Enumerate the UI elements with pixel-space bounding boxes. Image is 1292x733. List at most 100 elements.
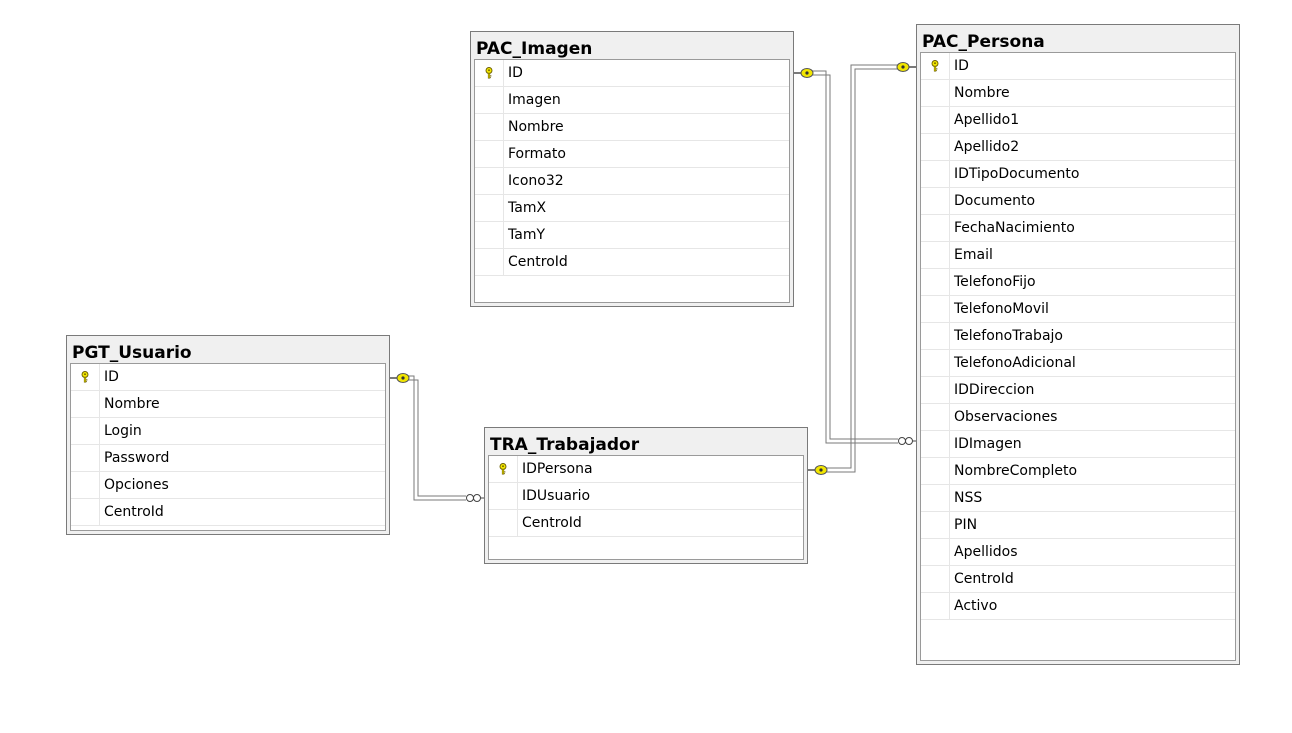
column-row[interactable]: TamY bbox=[475, 222, 789, 249]
row-selector bbox=[71, 364, 100, 390]
column-name: Apellido2 bbox=[954, 139, 1020, 155]
column-name: Nombre bbox=[508, 119, 564, 135]
column-name: IDPersona bbox=[522, 461, 593, 477]
column-name: Nombre bbox=[954, 85, 1010, 101]
column-row[interactable]: Login bbox=[71, 418, 385, 445]
row-selector bbox=[921, 296, 950, 322]
column-row[interactable]: CentroId bbox=[489, 510, 803, 537]
row-selector bbox=[921, 161, 950, 187]
column-row[interactable]: IDPersona bbox=[489, 456, 803, 483]
column-name: Opciones bbox=[104, 477, 169, 493]
column-name: Nombre bbox=[104, 396, 160, 412]
column-row[interactable]: Apellidos bbox=[921, 539, 1235, 566]
column-row[interactable]: ID bbox=[71, 364, 385, 391]
column-row[interactable]: TelefonoFijo bbox=[921, 269, 1235, 296]
row-selector bbox=[475, 60, 504, 86]
table-title[interactable]: PGT_Usuario bbox=[72, 343, 192, 362]
column-row[interactable]: PIN bbox=[921, 512, 1235, 539]
row-selector bbox=[921, 53, 950, 79]
column-name: ID bbox=[954, 58, 969, 74]
row-selector bbox=[921, 350, 950, 376]
relationship-line-usuario-trabajador bbox=[408, 375, 466, 501]
column-row[interactable]: IDDireccion bbox=[921, 377, 1235, 404]
column-name: CentroId bbox=[522, 515, 582, 531]
row-selector bbox=[475, 222, 504, 248]
relationship-infinity-end-persona bbox=[898, 437, 917, 445]
row-selector bbox=[71, 499, 100, 525]
primary-key-icon bbox=[499, 463, 507, 475]
column-row[interactable]: TelefonoTrabajo bbox=[921, 323, 1235, 350]
table-title[interactable]: PAC_Persona bbox=[922, 32, 1045, 51]
column-row[interactable]: Opciones bbox=[71, 472, 385, 499]
column-name: Email bbox=[954, 247, 993, 263]
row-selector bbox=[921, 269, 950, 295]
primary-key-icon bbox=[931, 60, 939, 72]
column-name: Apellido1 bbox=[954, 112, 1020, 128]
row-selector bbox=[921, 431, 950, 457]
column-name: TamX bbox=[508, 200, 547, 216]
row-selector bbox=[489, 510, 518, 536]
column-row[interactable]: Apellido1 bbox=[921, 107, 1235, 134]
row-selector bbox=[921, 512, 950, 538]
row-selector bbox=[489, 483, 518, 509]
column-row[interactable]: Apellido2 bbox=[921, 134, 1235, 161]
table-title[interactable]: PAC_Imagen bbox=[476, 39, 593, 58]
column-row[interactable]: IDImagen bbox=[921, 431, 1235, 458]
column-row[interactable]: ID bbox=[921, 53, 1235, 80]
column-row[interactable]: ID bbox=[475, 60, 789, 87]
column-name: ID bbox=[508, 65, 523, 81]
column-row[interactable]: TamX bbox=[475, 195, 789, 222]
primary-key-icon bbox=[81, 371, 89, 383]
row-selector bbox=[475, 195, 504, 221]
row-selector bbox=[921, 188, 950, 214]
row-selector bbox=[921, 80, 950, 106]
column-row[interactable]: Observaciones bbox=[921, 404, 1235, 431]
column-row[interactable]: CentroId bbox=[475, 249, 789, 276]
column-name: NSS bbox=[954, 490, 983, 506]
column-row[interactable]: Email bbox=[921, 242, 1235, 269]
column-name: IDTipoDocumento bbox=[954, 166, 1080, 182]
column-row[interactable]: Imagen bbox=[475, 87, 789, 114]
column-row[interactable]: NSS bbox=[921, 485, 1235, 512]
column-name: Imagen bbox=[508, 92, 561, 108]
relationship-key-end-usuario bbox=[389, 373, 410, 383]
column-row[interactable]: TelefonoAdicional bbox=[921, 350, 1235, 377]
column-name: Observaciones bbox=[954, 409, 1058, 425]
column-row[interactable]: NombreCompleto bbox=[921, 458, 1235, 485]
column-row[interactable]: Documento bbox=[921, 188, 1235, 215]
column-name: FechaNacimiento bbox=[954, 220, 1075, 236]
column-row[interactable]: Activo bbox=[921, 593, 1235, 620]
column-row[interactable]: CentroId bbox=[71, 499, 385, 526]
column-name: IDImagen bbox=[954, 436, 1022, 452]
row-selector bbox=[475, 114, 504, 140]
column-row[interactable]: Formato bbox=[475, 141, 789, 168]
column-row[interactable]: IDTipoDocumento bbox=[921, 161, 1235, 188]
column-name: ID bbox=[104, 369, 119, 385]
column-row[interactable]: TelefonoMovil bbox=[921, 296, 1235, 323]
row-selector bbox=[475, 141, 504, 167]
row-selector bbox=[71, 472, 100, 498]
row-selector bbox=[921, 107, 950, 133]
column-row[interactable]: Icono32 bbox=[475, 168, 789, 195]
column-name: TelefonoTrabajo bbox=[954, 328, 1063, 344]
table-title[interactable]: TRA_Trabajador bbox=[490, 435, 640, 454]
column-row[interactable]: IDUsuario bbox=[489, 483, 803, 510]
row-selector bbox=[475, 249, 504, 275]
column-row[interactable]: CentroId bbox=[921, 566, 1235, 593]
relationship-line-persona-trabajador bbox=[826, 64, 898, 473]
column-row[interactable]: FechaNacimiento bbox=[921, 215, 1235, 242]
primary-key-icon bbox=[485, 67, 493, 79]
column-row[interactable]: Nombre bbox=[71, 391, 385, 418]
column-row[interactable]: Nombre bbox=[475, 114, 789, 141]
relationship-infinity-end-trabajador bbox=[466, 494, 485, 502]
column-row[interactable]: Nombre bbox=[921, 80, 1235, 107]
column-row[interactable]: Password bbox=[71, 445, 385, 472]
column-name: Formato bbox=[508, 146, 566, 162]
